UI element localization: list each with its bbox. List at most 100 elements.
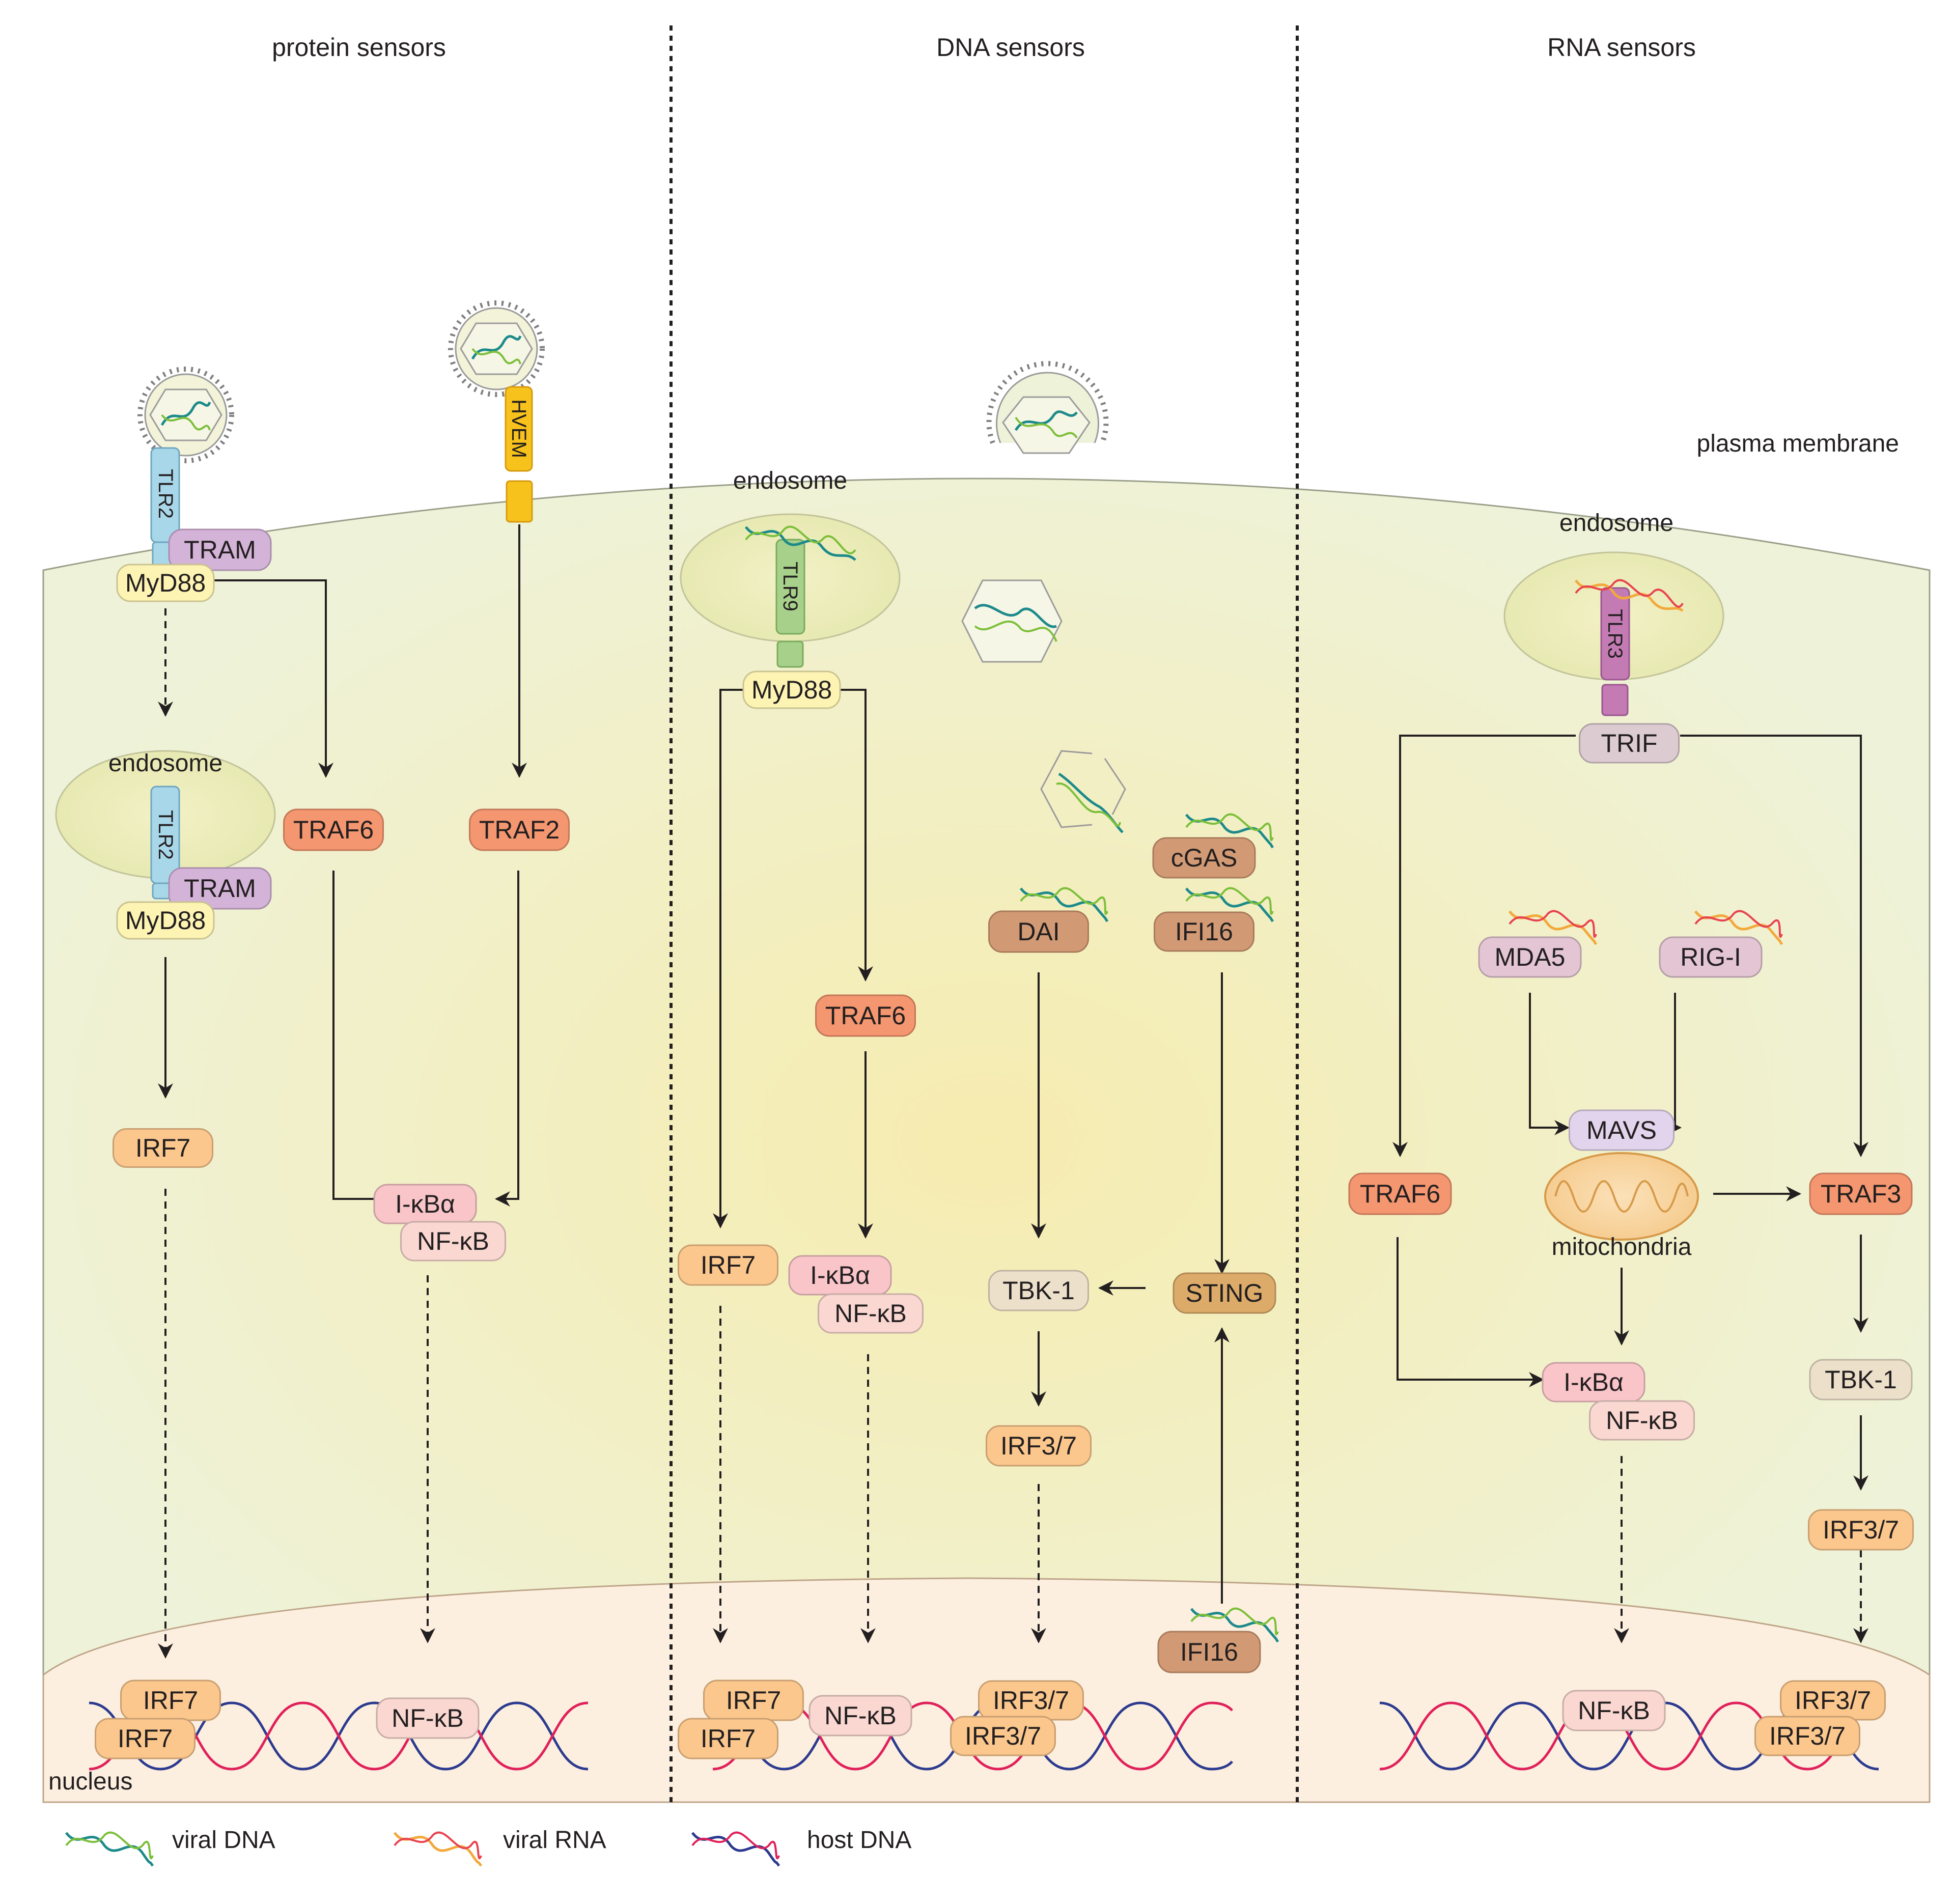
node-myd88-2: MyD88 bbox=[116, 901, 215, 940]
node-box bbox=[1754, 1716, 1860, 1756]
node-label: TRAF3 bbox=[1821, 1180, 1901, 1208]
node-nfkb-n1: NF-κB bbox=[376, 1697, 480, 1739]
node-nfkb-3: NF-κB bbox=[1589, 1400, 1695, 1441]
node-traf3: TRAF3 bbox=[1809, 1172, 1913, 1215]
mitochondria-label: mitochondria bbox=[1552, 1234, 1692, 1261]
node-box bbox=[808, 1695, 912, 1737]
node-label: NF-κB bbox=[1606, 1406, 1678, 1435]
viral-dna-ifi16 bbox=[1185, 887, 1274, 922]
node-box bbox=[116, 901, 215, 940]
node-box bbox=[988, 1270, 1089, 1311]
node-nfkb-2: NF-κB bbox=[818, 1293, 924, 1334]
node-dai: DAI bbox=[988, 910, 1089, 953]
header-protein-sensors: protein sensors bbox=[272, 33, 446, 62]
node-box bbox=[113, 1128, 213, 1168]
virus-hvem bbox=[448, 300, 545, 397]
node-label: IRF3/7 bbox=[965, 1722, 1041, 1750]
node-box bbox=[678, 1244, 778, 1286]
legend-viral-dna-swatch bbox=[65, 1831, 154, 1867]
node-mavs: MAVS bbox=[1569, 1109, 1675, 1151]
node-box bbox=[469, 808, 570, 851]
node-ifi16-2: IFI16 bbox=[1157, 1631, 1261, 1673]
node-label: MDA5 bbox=[1495, 943, 1566, 971]
node-box bbox=[678, 1718, 778, 1759]
node-label: DAI bbox=[1017, 917, 1059, 946]
node-box bbox=[742, 670, 841, 709]
node-label: NF-κB bbox=[834, 1299, 907, 1328]
node-box bbox=[1478, 936, 1582, 978]
node-label: IRF3/7 bbox=[1795, 1686, 1871, 1715]
header-dna-sensors: DNA sensors bbox=[936, 33, 1085, 62]
node-box bbox=[283, 808, 384, 851]
node-label: IRF7 bbox=[701, 1251, 756, 1279]
node-label: I-κBα bbox=[395, 1190, 455, 1218]
node-label: TBK-1 bbox=[1002, 1276, 1075, 1305]
edge-mda5-mavs bbox=[1529, 993, 1570, 1135]
node-label: IRF3/7 bbox=[1000, 1432, 1077, 1460]
node-box bbox=[116, 564, 215, 602]
legend-viral-rna-swatch bbox=[393, 1831, 483, 1867]
hvem-receptor: HVEM bbox=[505, 386, 533, 523]
node-label: I-κBα bbox=[810, 1261, 870, 1290]
node-label: IRF7 bbox=[135, 1134, 190, 1162]
node-irf37-n3b: IRF3/7 bbox=[1754, 1716, 1860, 1756]
viral-dna-dai bbox=[1019, 887, 1109, 922]
node-mda5: MDA5 bbox=[1478, 936, 1582, 978]
node-irf7-n1a: IRF7 bbox=[120, 1679, 221, 1721]
node-box bbox=[988, 910, 1089, 953]
node-traf6-1: TRAF6 bbox=[283, 808, 384, 851]
node-nfkb-n2: NF-κB bbox=[808, 1695, 912, 1737]
node-label: TRAM bbox=[184, 874, 256, 903]
node-label: IFI16 bbox=[1180, 1638, 1238, 1666]
edge-myd88-traf6 bbox=[214, 579, 333, 778]
node-irf37-n2a: IRF3/7 bbox=[978, 1680, 1084, 1721]
node-box bbox=[1152, 837, 1256, 879]
legend-host-dna-swatch bbox=[691, 1831, 780, 1867]
node-traf2: TRAF2 bbox=[469, 808, 570, 851]
node-box bbox=[818, 1293, 924, 1334]
node-irf37-1: IRF3/7 bbox=[986, 1425, 1092, 1467]
node-rigi: RIG-I bbox=[1659, 936, 1763, 978]
edge-traf6-ikba-rna bbox=[1397, 1237, 1544, 1387]
node-box bbox=[376, 1697, 480, 1739]
node-box bbox=[1809, 1172, 1913, 1215]
node-box bbox=[1542, 1362, 1645, 1403]
node-label: I-κBα bbox=[1564, 1368, 1624, 1396]
node-ikba-1: I-κBα bbox=[373, 1184, 477, 1224]
node-box bbox=[400, 1221, 506, 1262]
viral-rna-mda5 bbox=[1508, 910, 1598, 945]
node-box bbox=[950, 1716, 1056, 1756]
edge-trif-traf3 bbox=[1680, 735, 1868, 1157]
node-label: IRF7 bbox=[118, 1724, 173, 1753]
viral-dna-cgas bbox=[1185, 813, 1274, 849]
viral-dna-ifi16-nuclear bbox=[1190, 1607, 1279, 1643]
node-irf7-n2a: IRF7 bbox=[703, 1679, 804, 1721]
node-label: MAVS bbox=[1586, 1116, 1657, 1144]
node-ifi16-1: IFI16 bbox=[1154, 911, 1254, 952]
node-box bbox=[815, 994, 916, 1037]
legend-viral-dna-label: viral DNA bbox=[172, 1827, 275, 1854]
node-label: IRF3/7 bbox=[993, 1686, 1069, 1715]
edge-trif-traf6 bbox=[1392, 735, 1576, 1157]
node-box bbox=[1569, 1109, 1675, 1151]
node-box bbox=[1562, 1690, 1666, 1731]
node-box bbox=[168, 867, 272, 910]
node-irf7-n1b: IRF7 bbox=[95, 1718, 196, 1759]
node-box bbox=[1154, 911, 1254, 952]
legend: viral DNA viral RNA host DNA bbox=[65, 1827, 911, 1867]
node-sting: STING bbox=[1173, 1272, 1276, 1314]
node-nfkb-1: NF-κB bbox=[400, 1221, 506, 1262]
edge-myd88-irf7-dna bbox=[713, 689, 743, 1228]
node-tbk1-1: TBK-1 bbox=[988, 1270, 1089, 1311]
endosome-rna-label: endosome bbox=[1559, 510, 1673, 537]
node-label: IRF7 bbox=[726, 1686, 781, 1715]
node-tram-2: TRAM bbox=[168, 867, 272, 910]
node-box bbox=[1589, 1400, 1695, 1441]
node-traf6-3: TRAF6 bbox=[1348, 1172, 1452, 1215]
node-ikba-3: I-κBα bbox=[1542, 1362, 1645, 1403]
node-box bbox=[1157, 1631, 1261, 1673]
edge-myd88-traf6-dna bbox=[838, 689, 873, 982]
node-box bbox=[1659, 936, 1763, 978]
svg-text:HVEM: HVEM bbox=[508, 399, 530, 458]
